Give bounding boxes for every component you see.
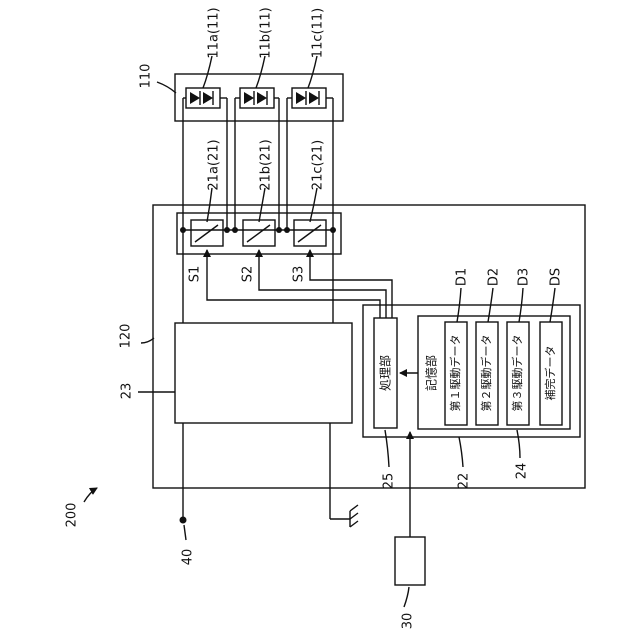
data-d1-text: 第１駆動データ <box>448 335 462 412</box>
data-d1-ref-label: D1 <box>455 268 470 286</box>
led-unit-ref-label: 110 <box>139 64 154 89</box>
switch-21c-label: 21c(21) <box>311 140 326 190</box>
control-block-ref-label: 22 <box>457 473 472 490</box>
data-d3-text: 第３駆動データ <box>510 335 524 412</box>
switch-symbol-21c <box>294 220 326 246</box>
led-11a-label: 11a(11) <box>207 7 222 58</box>
led-symbol-11b <box>240 88 274 108</box>
power-block-box <box>175 323 352 423</box>
data-d2-text: 第２駆動データ <box>479 335 493 412</box>
led-11c-label: 11c(11) <box>311 8 326 58</box>
led-symbol-11c <box>292 88 326 108</box>
signal-s3-label: S3 <box>292 266 307 283</box>
data-ds-text: 補完データ <box>543 346 557 401</box>
system-ref-label: 200 <box>65 503 80 528</box>
input-device-box <box>395 537 425 585</box>
led-11b-label: 11b(11) <box>259 7 274 58</box>
storage-text: 記憶部 <box>424 355 439 391</box>
terminal-ref-label: 40 <box>181 549 196 566</box>
input-device-ref-label: 30 <box>401 613 416 630</box>
ground-symbol <box>350 505 358 527</box>
switch-symbol-21a <box>191 220 223 246</box>
switch-21b-label: 21b(21) <box>259 139 274 190</box>
data-d2-ref-label: D2 <box>487 268 502 286</box>
controller-ref-label: 120 <box>119 324 134 349</box>
switch-symbol-21b <box>243 220 275 246</box>
signal-s2-label: S2 <box>241 266 256 283</box>
led-symbol-11a <box>186 88 220 108</box>
processor-text: 処理部 <box>378 355 393 391</box>
processor-ref-label: 25 <box>382 473 397 490</box>
signal-s1-label: S1 <box>188 266 203 283</box>
switch-21a-label: 21a(21) <box>207 139 222 190</box>
data-d3-ref-label: D3 <box>517 268 532 286</box>
data-ds-ref-label: DS <box>549 268 564 286</box>
storage-ref-label: 24 <box>515 463 530 480</box>
power-block-ref-label: 23 <box>120 383 135 400</box>
